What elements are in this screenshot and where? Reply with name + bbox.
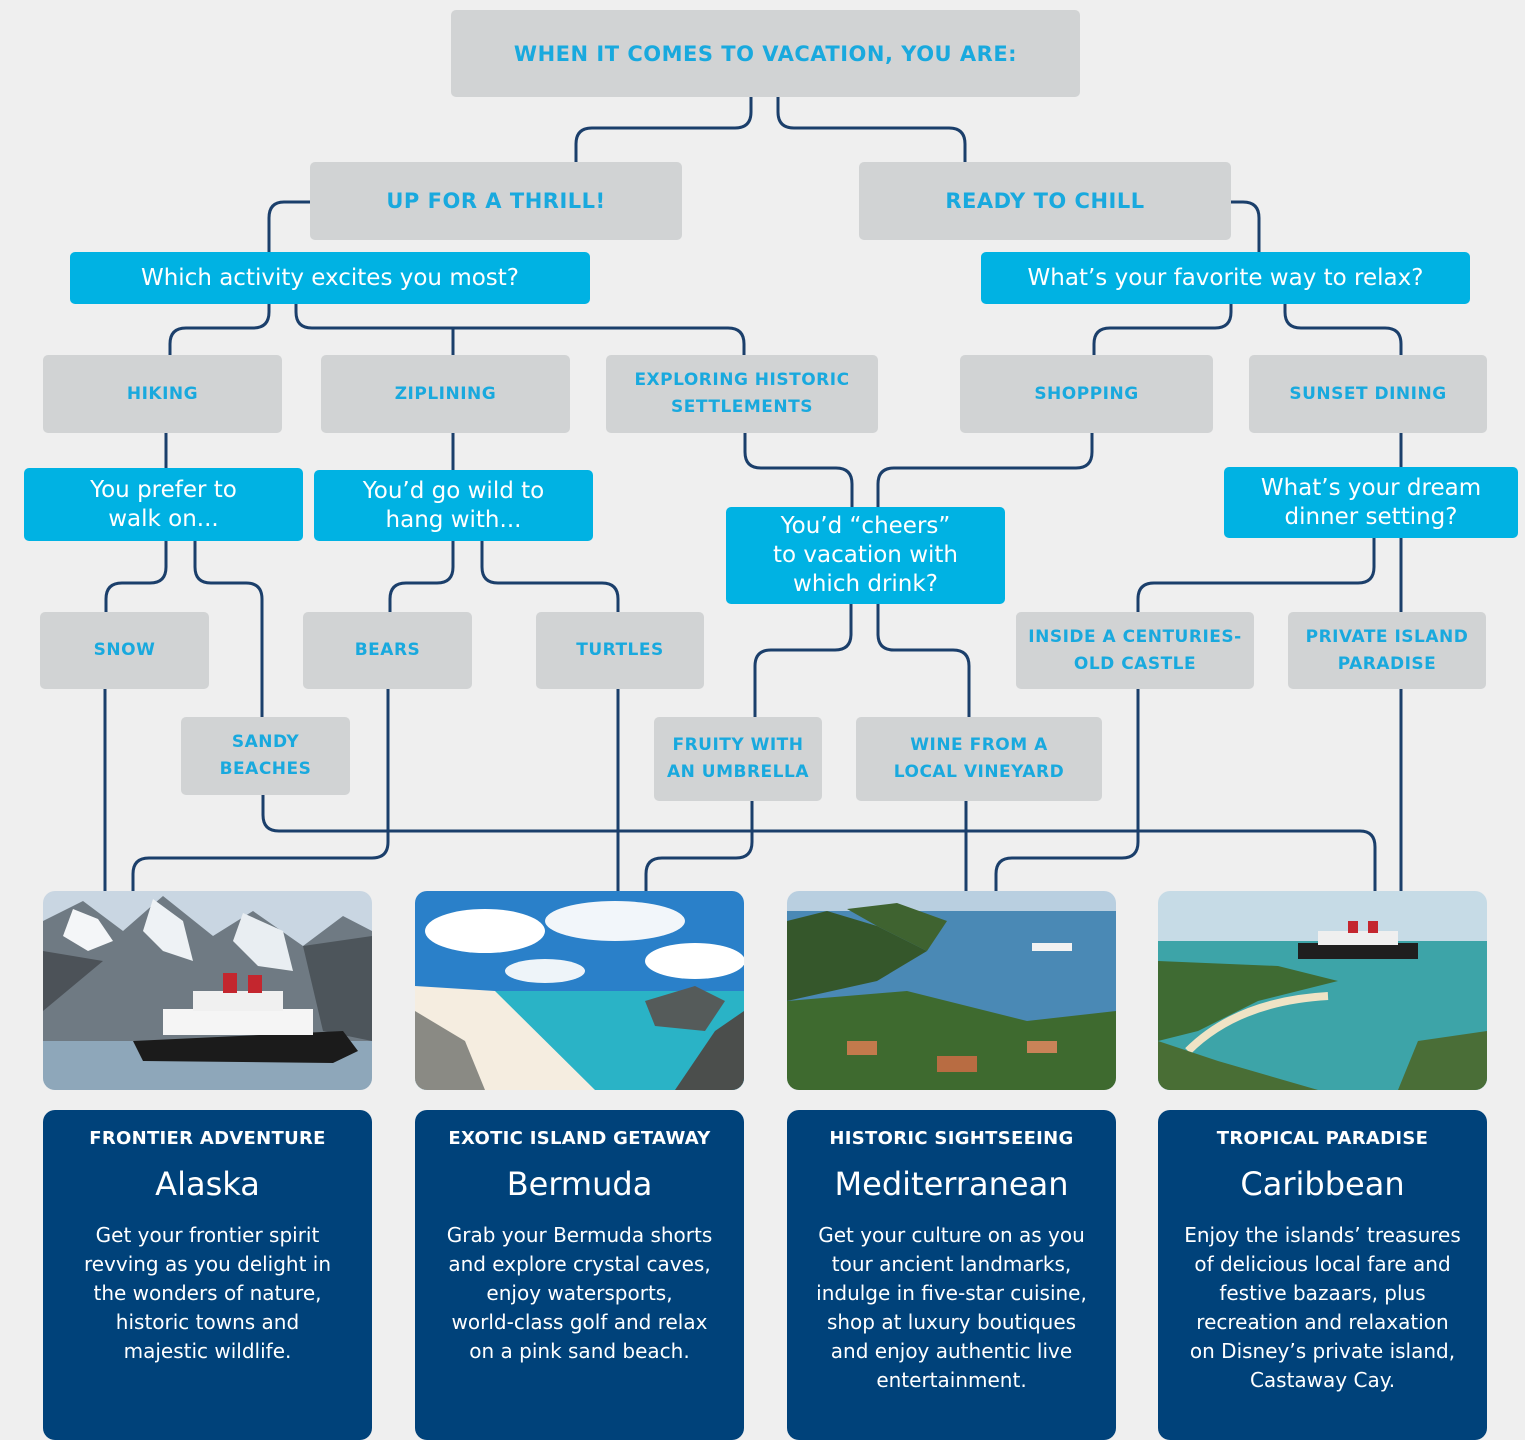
caribbean-name: Caribbean — [1240, 1165, 1405, 1203]
private-island-box: PRIVATE ISLAND PARADISE — [1288, 612, 1486, 689]
walk-question-box: You prefer to walk on... — [24, 468, 303, 541]
dinner-question-label: What’s your dream dinner setting? — [1260, 474, 1482, 530]
mediterranean-description: Get your culture on as you tour ancient … — [816, 1223, 1087, 1392]
activity-question-box: Which activity excites you most? — [70, 252, 590, 304]
chill-box: READY TO CHILL — [859, 162, 1231, 240]
bermuda-name: Bermuda — [506, 1165, 653, 1203]
mediterranean-name: Mediterranean — [834, 1165, 1069, 1203]
snow-box: SNOW — [40, 612, 209, 689]
alaska-name: Alaska — [155, 1165, 260, 1203]
sandy-beaches-label: SANDY BEACHES — [219, 732, 312, 779]
turtles-label: TURTLES — [576, 640, 664, 660]
drink-question-box: You’d “cheers” to vacation with which dr… — [726, 507, 1005, 604]
mediterranean-photo — [787, 891, 1116, 1090]
activity-question-label: Which activity excites you most? — [140, 264, 520, 291]
wild-question-label: You’d go wild to hang with... — [362, 477, 545, 533]
alaska-kicker: FRONTIER ADVENTURE — [89, 1128, 326, 1149]
private-island-label: PRIVATE ISLAND PARADISE — [1305, 626, 1469, 674]
walk-question-label: You prefer to walk on... — [90, 476, 237, 532]
thrill-box: UP FOR A THRILL! — [310, 162, 682, 240]
alaska-description: Get your frontier spirit revving as you … — [83, 1223, 332, 1363]
wine-box: WINE FROM A LOCAL VINEYARD — [856, 717, 1102, 801]
alaska-photo — [43, 891, 372, 1090]
mediterranean-card: HISTORIC SIGHTSEEING Mediterranean Get y… — [787, 1110, 1116, 1440]
shopping-label: SHOPPING — [1034, 383, 1139, 404]
mediterranean-kicker: HISTORIC SIGHTSEEING — [829, 1128, 1074, 1149]
chill-label: READY TO CHILL — [945, 189, 1145, 213]
snow-label: SNOW — [93, 640, 156, 660]
bermuda-card: EXOTIC ISLAND GETAWAY Bermuda Grab your … — [415, 1110, 744, 1440]
sandy-beaches-box: SANDY BEACHES — [181, 717, 350, 795]
exploring-label: EXPLORING HISTORIC SETTLEMENTS — [634, 370, 850, 417]
root-question-label: WHEN IT COMES TO VACATION, YOU ARE: — [513, 41, 1018, 66]
fruity-label: FRUITY WITH AN UMBRELLA — [666, 735, 809, 782]
caribbean-kicker: TROPICAL PARADISE — [1216, 1128, 1429, 1149]
bermuda-description: Grab your Bermuda shorts and explore cry… — [446, 1223, 713, 1363]
caribbean-description: Enjoy the islands’ treasures of deliciou… — [1184, 1223, 1461, 1392]
ziplining-box: ZIPLINING — [321, 355, 570, 433]
fruity-box: FRUITY WITH AN UMBRELLA — [654, 717, 822, 801]
sunset-dining-label: SUNSET DINING — [1289, 383, 1447, 404]
sunset-dining-box: SUNSET DINING — [1249, 355, 1487, 433]
root-question-box: WHEN IT COMES TO VACATION, YOU ARE: — [451, 10, 1080, 97]
bermuda-photo — [415, 891, 744, 1090]
relax-question-label: What’s your favorite way to relax? — [1027, 264, 1424, 291]
hiking-label: HIKING — [126, 383, 199, 404]
drink-question-label: You’d “cheers” to vacation with which dr… — [772, 513, 958, 597]
castle-box: INSIDE A CENTURIES- OLD CASTLE — [1016, 612, 1254, 689]
bears-box: BEARS — [303, 612, 472, 689]
wine-label: WINE FROM A LOCAL VINEYARD — [893, 735, 1065, 782]
caribbean-photo — [1158, 891, 1487, 1090]
ziplining-label: ZIPLINING — [394, 383, 497, 404]
dinner-question-box: What’s your dream dinner setting? — [1224, 467, 1518, 538]
exploring-box: EXPLORING HISTORIC SETTLEMENTS — [606, 355, 878, 433]
relax-question-box: What’s your favorite way to relax? — [981, 252, 1470, 304]
bermuda-kicker: EXOTIC ISLAND GETAWAY — [448, 1128, 711, 1149]
hiking-box: HIKING — [43, 355, 282, 433]
turtles-box: TURTLES — [536, 612, 704, 689]
thrill-label: UP FOR A THRILL! — [386, 189, 606, 213]
castle-label: INSIDE A CENTURIES- OLD CASTLE — [1028, 626, 1242, 674]
caribbean-card: TROPICAL PARADISE Caribbean Enjoy the is… — [1158, 1110, 1487, 1440]
wild-question-box: You’d go wild to hang with... — [314, 470, 593, 541]
bears-label: BEARS — [354, 640, 421, 660]
shopping-box: SHOPPING — [960, 355, 1213, 433]
alaska-card: FRONTIER ADVENTURE Alaska Get your front… — [43, 1110, 372, 1440]
